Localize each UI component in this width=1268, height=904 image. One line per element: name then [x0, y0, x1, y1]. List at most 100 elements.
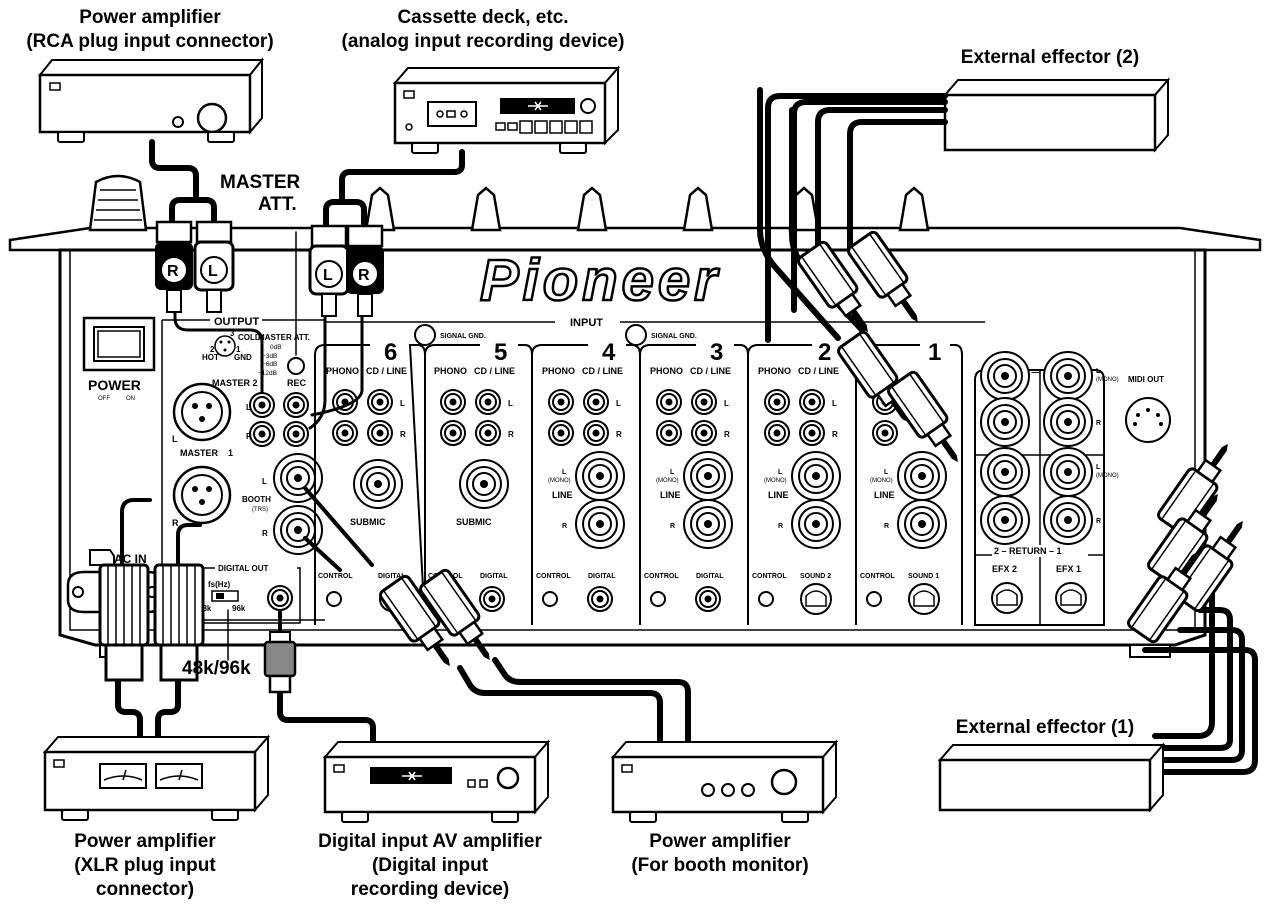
master2-r-text: R: [246, 432, 252, 441]
ch3-line-l-text: L: [670, 469, 675, 476]
ch3-digital-jack[interactable]: [695, 586, 721, 612]
ch1-line-r-jack[interactable]: [897, 499, 947, 549]
efx2-connector[interactable]: [991, 582, 1023, 614]
ch1-line-r-text: R: [884, 523, 889, 530]
ch4-line-r-jack[interactable]: [575, 499, 625, 549]
ch2-line-r-text: R: [778, 523, 783, 530]
rec-r-jack[interactable]: [283, 421, 309, 447]
ch4-phono-l-jack[interactable]: [548, 389, 574, 415]
ch6-submic-jack[interactable]: [353, 459, 403, 509]
signal-gnd-terminal-1[interactable]: [414, 324, 436, 346]
ch5-phono-r-jack[interactable]: [440, 420, 466, 446]
send1-l-text: L: [1096, 368, 1101, 375]
return2-r-jack[interactable]: [980, 495, 1030, 545]
ch3-control-jack[interactable]: [650, 591, 666, 607]
ch5-submic-jack[interactable]: [459, 459, 509, 509]
ch2-number: 2: [818, 339, 831, 366]
ch4-line-l-jack[interactable]: [575, 451, 625, 501]
digital-av-amplifier-device: [322, 739, 551, 823]
output-section-label: OUTPUT: [214, 316, 260, 328]
efx1-connector[interactable]: [1055, 582, 1087, 614]
ch1-number: 1: [928, 339, 941, 366]
power-switch[interactable]: [82, 316, 156, 372]
send1-r-jack[interactable]: [1043, 397, 1093, 447]
midi-out-connector[interactable]: [1125, 397, 1171, 443]
ch5-phono-l-jack[interactable]: [440, 389, 466, 415]
caption-effector-2: External effector (2): [960, 47, 1140, 68]
ch4-cd-l-jack[interactable]: [583, 389, 609, 415]
master1-num: 1: [228, 448, 233, 458]
ch6-control-jack[interactable]: [326, 591, 342, 607]
ch6-cd-r-jack[interactable]: [367, 420, 393, 446]
ch5-digital-jack[interactable]: [479, 586, 505, 612]
ch4-cd-r-jack[interactable]: [583, 420, 609, 446]
ch3-l-text: L: [724, 399, 729, 408]
master1-xlr-r-connector[interactable]: [172, 465, 232, 525]
ch6-r-text: R: [400, 430, 406, 439]
digital-out-jack[interactable]: [267, 585, 293, 611]
send1-l-jack[interactable]: [1043, 351, 1093, 401]
master2-r-jack[interactable]: [249, 421, 275, 447]
cables: [115, 87, 1258, 775]
ch4-digital-jack[interactable]: [587, 586, 613, 612]
ch5-cd-l-jack[interactable]: [475, 389, 501, 415]
master1-xlr-l-connector[interactable]: [172, 382, 232, 442]
ch3-line-l-jack[interactable]: [683, 451, 733, 501]
ch4-line-l-text: L: [562, 469, 567, 476]
ch4-line-label: LINE: [552, 490, 573, 500]
master1-r-text: R: [172, 518, 179, 528]
ch3-line-r-jack[interactable]: [683, 499, 733, 549]
ch4-l-text: L: [616, 399, 621, 408]
xlr-pin2: 2: [210, 345, 215, 354]
ch3-phono-r-jack[interactable]: [656, 420, 682, 446]
return1-l-jack[interactable]: [1043, 447, 1093, 497]
ch1-control-label: CONTROL: [860, 573, 895, 580]
send1-mono-text: (MONO): [1096, 377, 1119, 383]
xlr-hot-label: HOT: [202, 353, 219, 362]
signal-gnd-terminal-2[interactable]: [625, 324, 647, 346]
ch2-control-jack[interactable]: [758, 591, 774, 607]
ch6-phono-r-jack[interactable]: [332, 420, 358, 446]
rec-l-jack[interactable]: [283, 392, 309, 418]
booth-trs-label: (TRS): [252, 507, 268, 513]
ch1-sound1-label: SOUND 1: [908, 573, 939, 580]
ch6-cd-l-jack[interactable]: [367, 389, 393, 415]
ch5-r-text: R: [508, 430, 514, 439]
ch2-phono-r-jack[interactable]: [764, 420, 790, 446]
ch3-cd-r-jack[interactable]: [691, 420, 717, 446]
ch4-phono-label: PHONO: [542, 366, 575, 376]
ch5-cd-r-jack[interactable]: [475, 420, 501, 446]
master2-l-jack[interactable]: [249, 392, 275, 418]
master-att-switch[interactable]: [287, 357, 305, 375]
return1-r-jack[interactable]: [1043, 495, 1093, 545]
signal-gnd-label-1: SIGNAL GND.: [440, 333, 486, 340]
power-amplifier-xlr-device: [42, 734, 271, 821]
ch6-phono-label: PHONO: [326, 366, 359, 376]
master-att-callout-line2: ATT.: [258, 194, 297, 215]
caption-power-amp-booth: Power amplifier (For booth monitor): [631, 831, 809, 876]
ch3-cd-l-jack[interactable]: [691, 389, 717, 415]
cassette-deck-device: [392, 65, 621, 154]
ch3-phono-l-jack[interactable]: [656, 389, 682, 415]
return2-l-jack[interactable]: [980, 447, 1030, 497]
efx1-label: EFX 1: [1056, 564, 1081, 574]
ch2-phono-label: PHONO: [758, 366, 791, 376]
ch1-sound1-connector[interactable]: [908, 583, 940, 615]
ch2-line-r-jack[interactable]: [791, 499, 841, 549]
send2-r-jack[interactable]: [980, 397, 1030, 447]
ch2-line-l-jack[interactable]: [791, 451, 841, 501]
fs-select-switch[interactable]: [211, 590, 239, 602]
ch4-control-jack[interactable]: [542, 591, 558, 607]
master2-label: MASTER 2: [212, 378, 258, 388]
ch2-cd-l-jack[interactable]: [799, 389, 825, 415]
ch1-control-jack[interactable]: [866, 591, 882, 607]
ch1-line-l-jack[interactable]: [897, 451, 947, 501]
ch2-cd-r-jack[interactable]: [799, 420, 825, 446]
ch5-digital-label: DIGITAL: [480, 573, 508, 580]
send2-l-jack[interactable]: [980, 351, 1030, 401]
ch4-phono-r-jack[interactable]: [548, 420, 574, 446]
ch2-sound2-connector[interactable]: [800, 583, 832, 615]
ch2-phono-l-jack[interactable]: [764, 389, 790, 415]
ch4-digital-label: DIGITAL: [588, 573, 616, 580]
ch1-phono-r-jack[interactable]: [872, 420, 898, 446]
